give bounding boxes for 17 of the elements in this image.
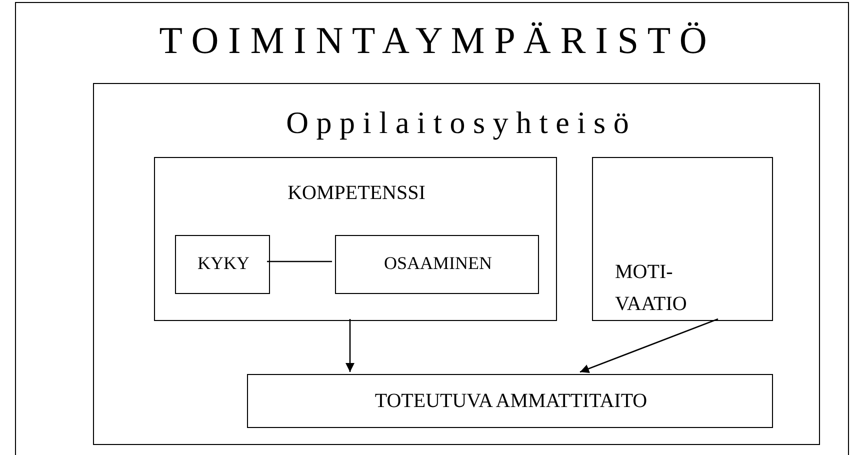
box-label: KOMPETENSSI — [286, 182, 426, 204]
box-label: TOTEUTUVA AMMATTITAITO — [374, 390, 648, 412]
box — [247, 374, 773, 428]
arrow — [580, 318, 718, 373]
connector-line — [267, 260, 332, 262]
arrow — [346, 319, 354, 372]
box-label: O p p i l a i t o s y h t e i s ö — [285, 106, 630, 140]
environment-frame — [15, 2, 849, 455]
title-text: T O I M I N T A Y M P Ä R I S T Ö — [158, 21, 708, 63]
box-label: KYKY — [196, 254, 250, 274]
box — [335, 235, 539, 294]
box — [93, 83, 820, 445]
box — [592, 157, 773, 321]
box — [154, 157, 557, 321]
box-label: OSAAMINEN — [383, 254, 493, 274]
box — [175, 235, 270, 294]
box-label: MOTI- VAATIO — [615, 260, 688, 317]
